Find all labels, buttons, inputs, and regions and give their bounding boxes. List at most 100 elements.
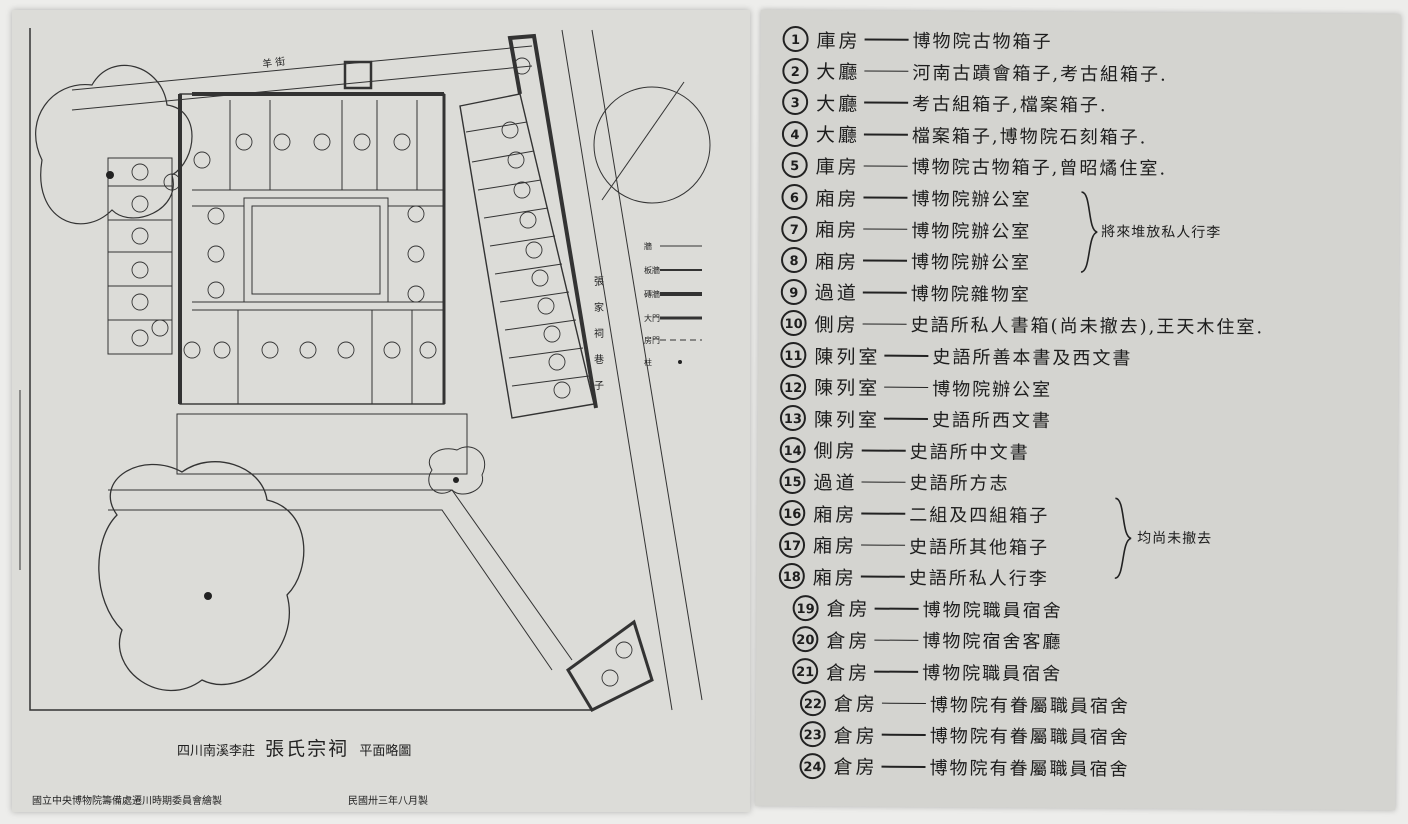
room-contents: 考古組箱子,檔案箱子. [912,94,1108,117]
room-number-badge: 8 [780,247,808,274]
room-number-badge: 1 [782,25,809,53]
room-type: 大廳 [816,61,861,84]
plan-legend-key: 板牆 [644,266,660,275]
brace-note-offices: 將來堆放私人行李 [1101,224,1222,241]
leader-line [874,639,919,642]
room-contents: 博物院職員宿舍 [922,662,1063,685]
room-number-badge: 24 [799,752,826,780]
room-contents: 博物院雜物室 [910,283,1031,306]
leader-line [864,38,909,41]
plan-legend-key: 磚牆 [644,290,660,299]
leader-line [884,386,929,389]
room-contents: 河南古蹟會箱子,考古組箱子. [912,62,1168,86]
legend-entry: 2 大廳 河南古蹟會箱子,考古組箱子. [782,56,1168,89]
room-number-badge: 6 [781,183,808,211]
leader-line [863,133,908,136]
leader-line [881,765,926,768]
room-type: 倉房 [826,630,871,653]
room-type: 側房 [813,440,858,463]
room-type: 庫房 [816,29,861,52]
room-contents: 史語所西文書 [931,410,1053,433]
room-type: 陳列室 [814,345,881,369]
leader-line [883,418,928,420]
leader-line [860,575,905,578]
plan-title-prefix: 四川南溪李莊 [177,744,256,759]
room-number-badge: 13 [779,405,807,432]
room-type: 廂房 [813,503,858,526]
leader-line [861,544,906,547]
room-contents: 檔案箱子,博物院石刻箱子. [911,125,1148,149]
room-contents: 博物院有眷屬職員宿舍 [929,726,1130,749]
room-contents: 史語所中文書 [909,441,1030,464]
plan-title: 四川南溪李莊 張氏宗祠 平面略圖 [177,734,411,761]
room-contents: 博物院有眷屬職員宿舍 [929,757,1130,781]
room-contents: 博物院古物箱子,曾昭燏住室. [911,157,1168,181]
room-number-badge: 5 [781,152,808,179]
legend-entry: 16 廂房 二組及四組箱子 [779,498,1049,530]
room-number-badge: 3 [782,89,809,116]
room-contents: 史語所私人行李 [908,568,1049,590]
plan-date: 民國卅三年八月製 [348,796,428,807]
legend-entry: 14 側房 史語所中文書 [779,435,1030,467]
leader-line [881,702,926,705]
room-number-badge: 21 [792,658,819,685]
room-number-badge: 16 [779,499,806,527]
plan-title-main: 張氏宗祠 [265,738,350,760]
leader-line [861,449,906,452]
room-type: 大廳 [816,92,861,116]
room-contents: 博物院辦公室 [911,220,1032,243]
room-number-badge: 11 [780,341,807,369]
room-number-badge: 23 [799,721,826,748]
brace-note-not-removed: 均尚未撤去 [1137,530,1213,547]
leader-line [863,259,908,262]
room-contents: 史語所其他箱子 [908,536,1050,559]
brace-icon [1114,497,1132,580]
room-contents: 博物院有眷屬職員宿舍 [929,694,1131,717]
leader-line [861,481,906,483]
room-contents: 史語所方志 [909,473,1010,495]
room-number-badge: 10 [780,310,807,337]
room-type: 大廳 [815,124,861,147]
room-contents: 史語所私人書箱(尚未撤去),王天木住室. [910,315,1265,339]
street-label-side: 張 家 祠 巷 子 [594,277,604,392]
room-type: 陳列室 [814,377,881,400]
room-type: 倉房 [826,598,871,621]
room-contents: 博物院辦公室 [911,188,1032,211]
legend-entry: 3 大廳 考古組箱子,檔案箱子. [782,87,1108,119]
room-type: 廂房 [814,250,860,274]
leader-line [881,734,926,736]
room-contents: 博物院宿舍客廳 [922,631,1063,654]
room-contents: 二組及四組箱子 [909,504,1050,527]
room-type: 廂房 [815,219,860,242]
plan-title-suffix: 平面略圖 [359,744,412,759]
room-contents: 史語所善本書及西文書 [932,346,1133,370]
leader-line [862,323,907,325]
leader-line [874,607,919,610]
plan-caption: 國立中央博物院籌備處遷川時期委員會繪製 [32,796,222,807]
room-number-badge: 2 [782,57,809,84]
room-number-badge: 17 [778,531,806,558]
room-number-badge: 14 [779,436,806,463]
legend-entry: 11 陳列室 史語所善本書及西文書 [780,340,1132,372]
room-number-badge: 15 [779,468,806,495]
room-number-badge: 22 [799,689,827,716]
room-type: 倉房 [833,724,878,748]
floor-plan-sheet: 羊 街 張 家 祠 巷 子 牆板牆磚牆大門房門柱 四川南溪李莊 張氏宗祠 平面略… [12,10,750,812]
plan-legend-key: 房門 [644,336,660,345]
brace-icon [1080,191,1098,273]
